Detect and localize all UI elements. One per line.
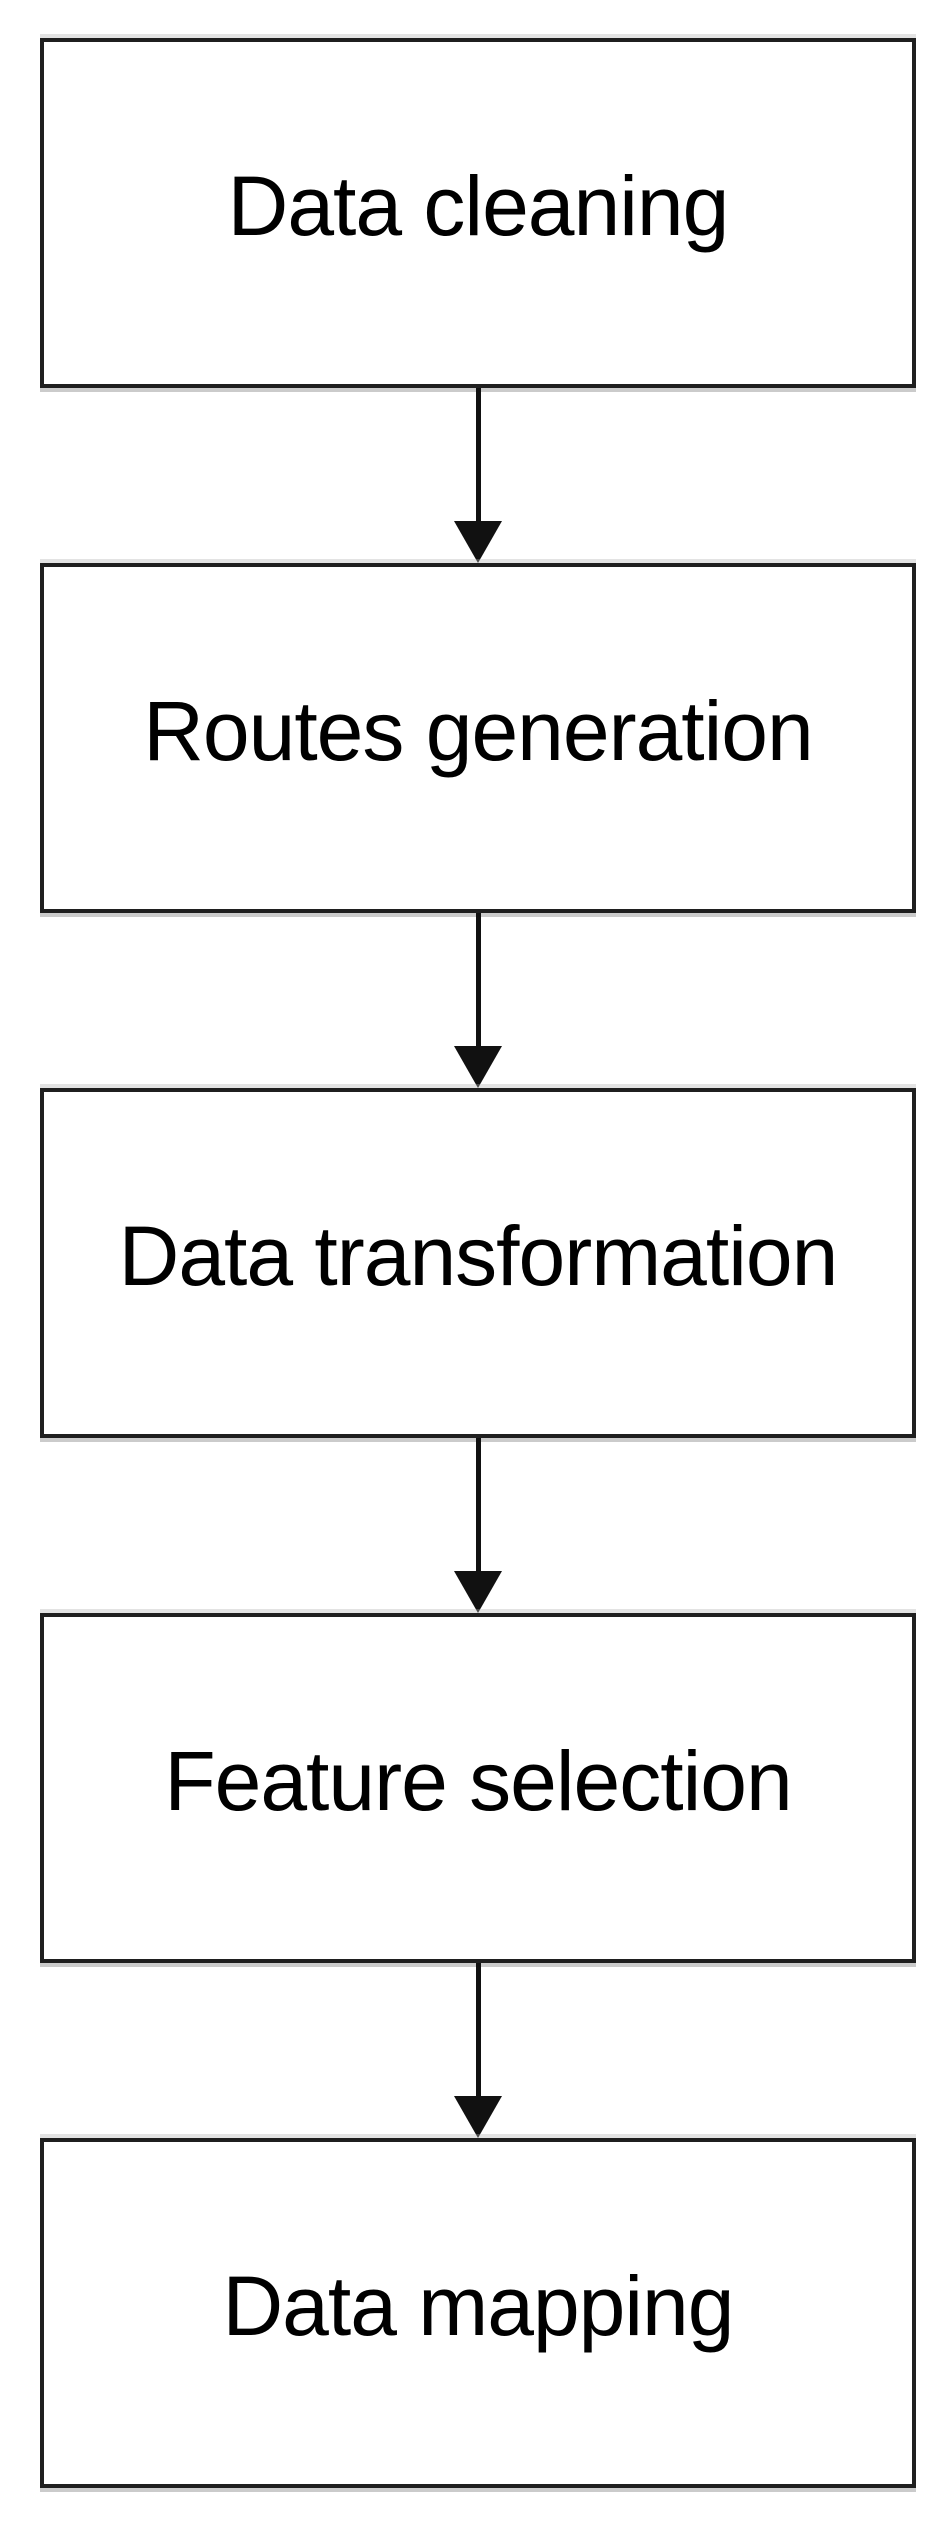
flow-node-data-transformation: Data transformation bbox=[40, 1088, 916, 1438]
arrowhead-icon bbox=[454, 1046, 502, 1088]
arrow-stem bbox=[475, 1438, 481, 1571]
flow-node-data-cleaning: Data cleaning bbox=[40, 38, 916, 388]
down-arrow-icon bbox=[454, 1963, 502, 2138]
flow-node-data-mapping: Data mapping bbox=[40, 2138, 916, 2488]
arrowhead-icon bbox=[454, 2096, 502, 2138]
arrowhead-icon bbox=[454, 1571, 502, 1613]
down-arrow-icon bbox=[454, 1438, 502, 1613]
arrowhead-icon bbox=[454, 521, 502, 563]
arrow-stem bbox=[475, 913, 481, 1046]
flow-node-label: Feature selection bbox=[164, 1734, 792, 1828]
arrow-stem bbox=[475, 388, 481, 521]
down-arrow-icon bbox=[454, 913, 502, 1088]
down-arrow-icon bbox=[454, 388, 502, 563]
flow-node-label: Data transformation bbox=[118, 1209, 839, 1303]
flow-node-routes-generation: Routes generation bbox=[40, 563, 916, 913]
flow-node-label: Data mapping bbox=[222, 2259, 735, 2353]
arrow-stem bbox=[475, 1963, 481, 2096]
flow-node-label: Routes generation bbox=[143, 684, 813, 778]
flow-node-label: Data cleaning bbox=[227, 159, 730, 253]
flow-node-feature-selection: Feature selection bbox=[40, 1613, 916, 1963]
